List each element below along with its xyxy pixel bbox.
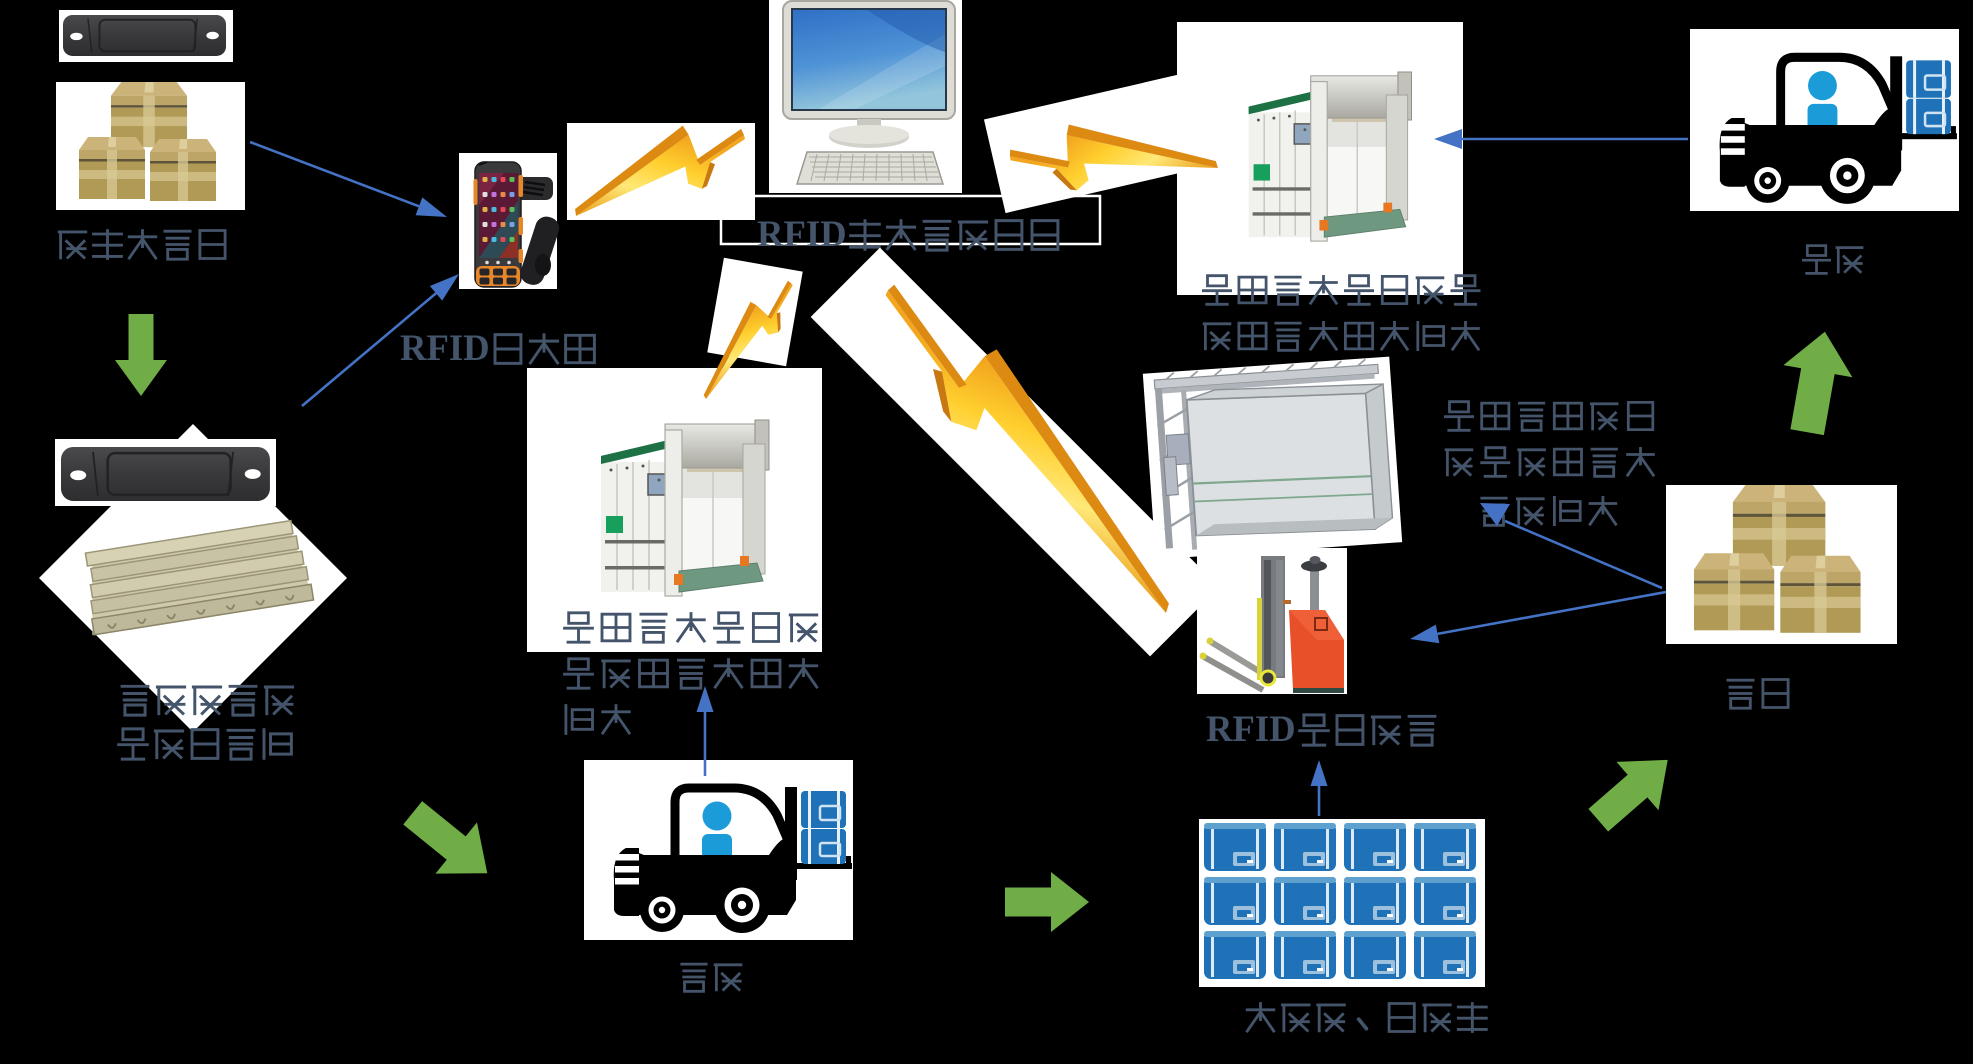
svg-text:RFID: RFID [757, 213, 847, 254]
svg-text:RFID: RFID [1206, 708, 1296, 749]
svg-text:RFID: RFID [400, 327, 490, 368]
